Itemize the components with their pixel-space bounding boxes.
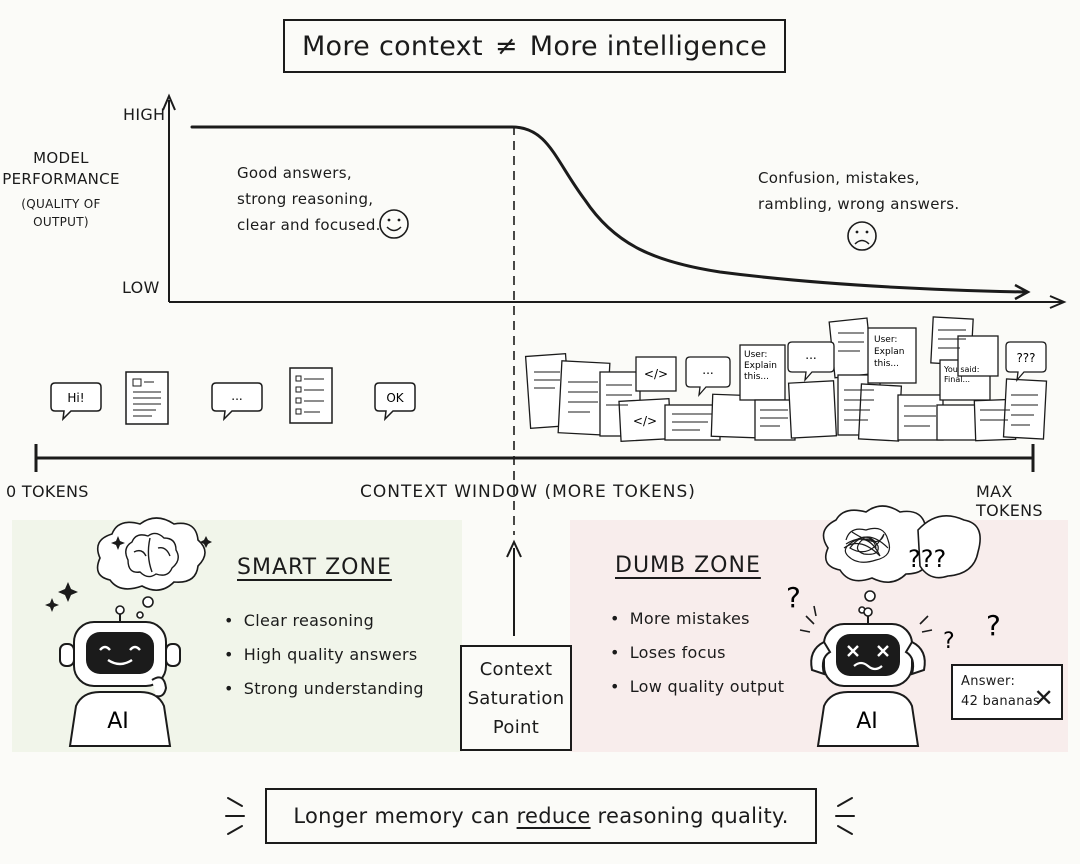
good-performance-note: Good answers, strong reasoning, clear an… <box>237 160 417 238</box>
list-item: Loses focus <box>610 636 784 670</box>
title-box: More context ≠ More intelligence <box>283 19 786 73</box>
bad-note-line: rambling, wrong answers. <box>758 195 960 213</box>
caption-after: reasoning quality. <box>590 804 789 828</box>
speech-bubble-icon: ... <box>211 382 263 422</box>
robot-icon <box>799 605 933 747</box>
svg-text:?: ? <box>986 609 1001 642</box>
bubble-hi-text: Hi! <box>67 391 84 405</box>
tick-high: HIGH <box>123 105 166 124</box>
dumb-zone-title: DUMB ZONE <box>615 553 761 578</box>
smiley-icon <box>379 209 409 239</box>
dumb-zone-list: More mistakes Loses focus Low quality ou… <box>610 602 784 704</box>
question-mark-icon: ? ? ? <box>786 581 1001 654</box>
svg-text:...: ... <box>805 348 816 362</box>
performance-curve <box>190 125 1027 294</box>
emphasis-marks <box>225 797 855 835</box>
you-said-line1: You said: <box>943 365 979 374</box>
y-axis-label-line2: PERFORMANCE <box>2 170 120 188</box>
user-note-a-line1: User: <box>744 350 767 360</box>
list-item: High quality answers <box>224 638 424 672</box>
context-window-label: CONTEXT WINDOW (MORE TOKENS) <box>360 482 696 502</box>
code-snippet-text-2: </> <box>633 414 657 428</box>
user-note-b-line1: User: <box>874 335 897 345</box>
thought-cloud <box>96 517 206 619</box>
robot-dumb-label: AI <box>856 709 878 734</box>
not-equal-symbol: ≠ <box>494 30 518 62</box>
saturation-line: Saturation <box>467 687 565 709</box>
saturation-line: Context <box>479 658 553 680</box>
robot-smart-label: AI <box>107 709 129 734</box>
y-axis-sublabel-line2: OUTPUT) <box>33 215 89 229</box>
caption-box: Longer memory can reduce reasoning quali… <box>265 788 817 844</box>
caption-emphasis: reduce <box>516 804 591 828</box>
svg-text:...: ... <box>702 363 713 377</box>
y-axis-label-line1: MODEL <box>33 149 89 167</box>
title-left: More context <box>301 30 483 62</box>
list-item: Clear reasoning <box>224 604 424 638</box>
good-note-line: Good answers, <box>237 164 352 182</box>
user-note-a-line2: Explain <box>744 361 777 371</box>
max-tokens-label: MAX TOKENS <box>976 482 1043 520</box>
y-axis-label: MODEL PERFORMANCE <box>0 148 122 190</box>
brain-icon <box>125 532 179 578</box>
confused-thought-text: ??? <box>908 545 946 573</box>
document-pile <box>524 316 1048 442</box>
svg-text:?: ? <box>786 581 801 614</box>
wrong-answer-box: Answer: 42 bananas ✕ <box>951 664 1063 720</box>
bad-performance-note: Confusion, mistakes, rambling, wrong ans… <box>758 165 998 217</box>
user-note-a-line3: this... <box>744 372 769 382</box>
tangle-icon <box>843 527 891 563</box>
svg-text:???: ??? <box>1016 351 1035 365</box>
y-axis-sublabel: (QUALITY OF OUTPUT) <box>0 195 122 231</box>
smart-zone-list: Clear reasoning High quality answers Str… <box>224 604 424 706</box>
y-axis-arrowhead <box>162 93 176 111</box>
thought-cloud <box>822 505 981 614</box>
svg-text:?: ? <box>943 629 955 654</box>
bubble-dots-text: ... <box>231 389 242 403</box>
user-note-b-line2: Explan <box>874 347 904 357</box>
speech-bubble-icon: ... <box>685 356 731 398</box>
caption-before: Longer memory can <box>293 804 517 828</box>
robot-icon <box>59 605 181 747</box>
context-saturation-point-box: Context Saturation Point <box>460 645 572 751</box>
speech-bubble-icon: ... <box>787 341 835 383</box>
curve-arrowhead <box>1014 283 1031 301</box>
sparkle-icon <box>45 536 212 612</box>
speech-bubble-icon: OK <box>374 382 416 422</box>
good-note-line: clear and focused. <box>237 216 381 234</box>
you-said-line2: Final... <box>944 375 970 384</box>
zero-tokens-label: 0 TOKENS <box>6 482 89 501</box>
document-icon <box>289 367 333 424</box>
code-snippet-text: </> <box>644 367 668 381</box>
list-item: Low quality output <box>610 670 784 704</box>
frown-icon <box>847 221 877 251</box>
saturation-line: Point <box>492 716 540 738</box>
document-icon <box>125 371 169 425</box>
answer-label: Answer: <box>961 674 1016 689</box>
user-note-b-line3: this... <box>874 359 899 369</box>
wrong-mark-icon: ✕ <box>1033 684 1054 712</box>
title-right: More intelligence <box>529 30 768 62</box>
document-pile-lines <box>534 329 1038 431</box>
bubble-ok-text: OK <box>386 391 404 405</box>
speech-bubble-icon: Hi! <box>50 382 102 422</box>
list-item: More mistakes <box>610 602 784 636</box>
smart-zone-title: SMART ZONE <box>237 555 392 580</box>
x-axis-arrowhead <box>1049 295 1067 309</box>
answer-value: 42 bananas <box>961 694 1041 709</box>
good-note-line: strong reasoning, <box>237 190 374 208</box>
y-axis-sublabel-line1: (QUALITY OF <box>21 197 101 211</box>
speech-bubble-icon: ??? <box>1005 341 1047 383</box>
bad-note-line: Confusion, mistakes, <box>758 169 920 187</box>
list-item: Strong understanding <box>224 672 424 706</box>
tick-low: LOW <box>122 278 160 297</box>
